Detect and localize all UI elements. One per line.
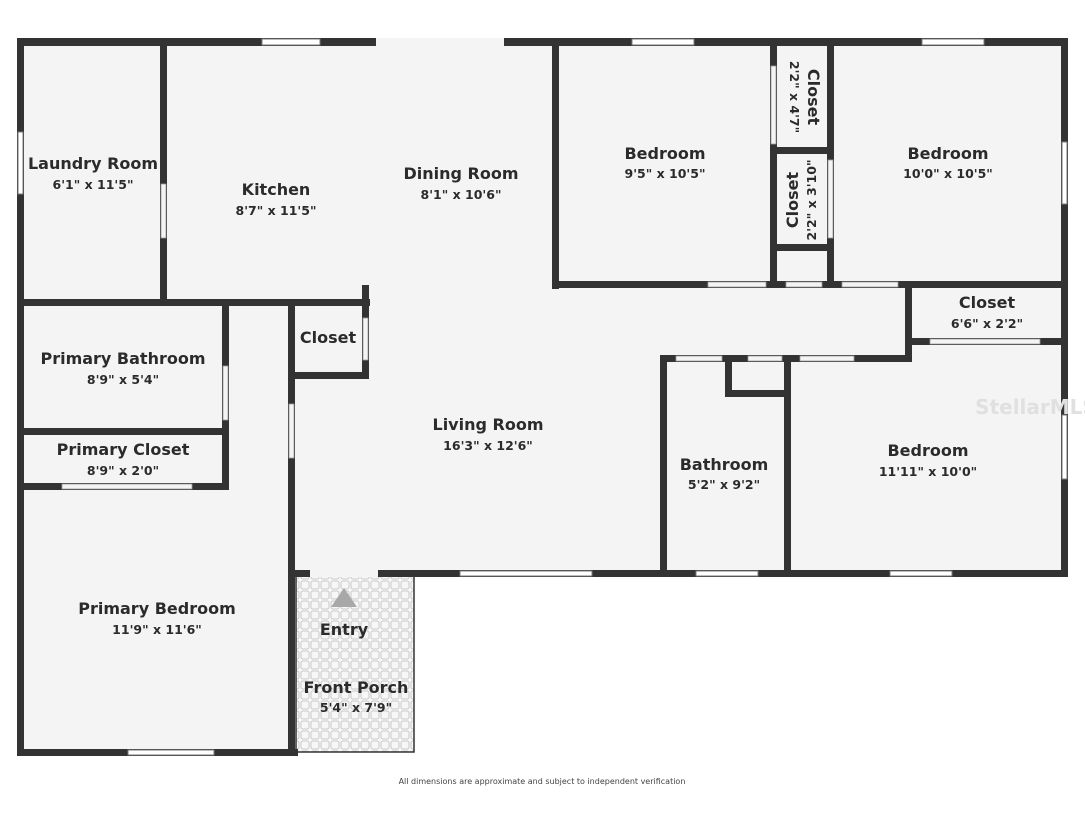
primary-bedroom-dim: 11'9" x 11'6" — [112, 622, 202, 637]
bathroom-dim: 5'2" x 9'2" — [688, 477, 760, 492]
closet-top-name: Closet — [804, 69, 823, 126]
laundry-room-dim: 6'1" x 11'5" — [53, 177, 134, 192]
primary-closet-name: Primary Closet — [57, 440, 190, 459]
primary-bathroom-name: Primary Bathroom — [40, 349, 205, 368]
dining-room-dim: 8'1" x 10'6" — [421, 187, 502, 202]
bedroom-a-name: Bedroom — [624, 144, 705, 163]
front-porch-dim: 5'4" x 7'9" — [320, 700, 392, 715]
hall-closet-name: Closet — [300, 328, 357, 347]
closet-mid-dim: 2'2" x 3'10" — [804, 160, 819, 241]
dining-room-name: Dining Room — [403, 164, 518, 183]
bedroom-a-dim: 9'5" x 10'5" — [625, 166, 706, 181]
watermark: StellarMLS — [975, 395, 1085, 419]
bathroom-name: Bathroom — [680, 455, 769, 474]
kitchen-dim: 8'7" x 11'5" — [236, 203, 317, 218]
closet-right-name: Closet — [959, 293, 1016, 312]
windows — [17, 38, 1068, 756]
closet-top-dim: 2'2" x 4'7" — [787, 61, 802, 133]
disclaimer-footnote: All dimensions are approximate and subje… — [399, 777, 686, 786]
primary-closet-dim: 8'9" x 2'0" — [87, 463, 159, 478]
kitchen-name: Kitchen — [242, 180, 311, 199]
primary-bedroom-name: Primary Bedroom — [78, 599, 236, 618]
laundry-room-name: Laundry Room — [28, 154, 158, 173]
living-room-dim: 16'3" x 12'6" — [443, 438, 533, 453]
porch-tile-floor — [296, 576, 414, 752]
bedroom-b-dim: 10'0" x 10'5" — [903, 166, 993, 181]
front-porch-name: Front Porch — [304, 678, 409, 697]
living-room-name: Living Room — [433, 415, 544, 434]
bedroom-c-name: Bedroom — [887, 441, 968, 460]
room-labels: Laundry Room 6'1" x 11'5" Kitchen 8'7" x… — [28, 61, 1023, 715]
closet-mid-name: Closet — [783, 172, 802, 229]
entry-name: Entry — [320, 620, 369, 639]
entry-arrow-icon — [331, 588, 357, 607]
bedroom-c-dim: 11'11" x 10'0" — [879, 464, 977, 479]
bedroom-b-name: Bedroom — [907, 144, 988, 163]
primary-bathroom-dim: 8'9" x 5'4" — [87, 372, 159, 387]
closet-right-dim: 6'6" x 2'2" — [951, 316, 1023, 331]
